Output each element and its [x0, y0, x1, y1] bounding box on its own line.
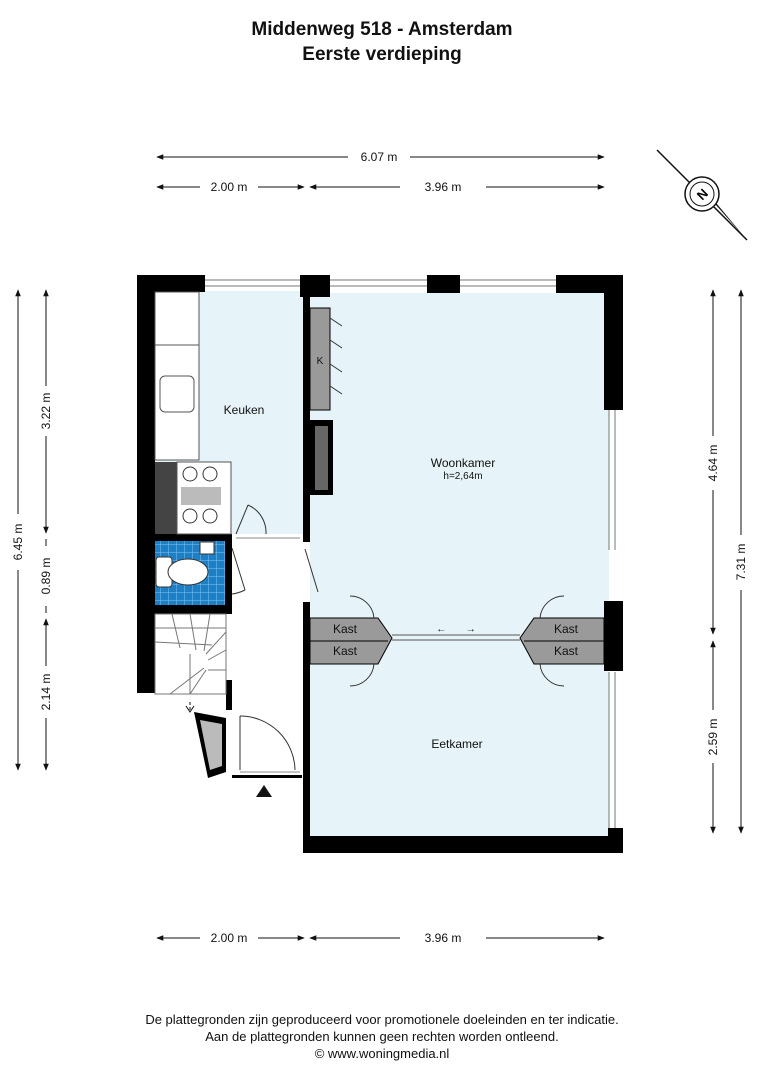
dimension-top-left: 2.00 m — [156, 180, 305, 194]
dimension-top-total: 6.07 m — [156, 150, 605, 164]
disclaimer-line: Aan de plattegronden kunnen geen rechten… — [205, 1029, 559, 1044]
dimension-right-lower: 2.59 m — [706, 640, 720, 834]
kast-label: Kast — [554, 644, 579, 658]
woonkamer-floor — [310, 293, 609, 836]
sink-icon — [159, 375, 195, 413]
dimension-label: 4.64 m — [706, 445, 720, 482]
kitchen-door — [235, 504, 300, 539]
plan-subtitle: Eerste verdieping — [302, 44, 462, 65]
room-label-eetkamer: Eetkamer — [431, 737, 482, 751]
dimension-left-middle: 0.89 m — [39, 539, 53, 613]
kast-left — [309, 595, 393, 687]
dimension-right-upper: 4.64 m — [706, 289, 720, 635]
dimension-top-right: 3.96 m — [309, 180, 605, 194]
dimension-label: 7.31 m — [734, 544, 748, 581]
dimension-label: 6.45 m — [11, 524, 25, 561]
toilet-icon — [155, 541, 215, 588]
sliding-doors — [392, 634, 520, 641]
living-door-upper — [304, 548, 319, 593]
hall-floor — [232, 541, 302, 777]
room-label-woonkamer: Woonkamer — [431, 456, 495, 470]
dimension-bottom-right: 3.96 m — [309, 931, 605, 945]
dimension-label: 6.07 m — [361, 150, 398, 164]
plan-title: Middenweg 518 - Amsterdam — [251, 19, 513, 40]
k-label: K — [317, 356, 324, 367]
sliding-arrows-icon: ← → — [436, 624, 475, 635]
dimension-left-upper: 3.22 m — [39, 289, 53, 534]
copyright-line: © www.woningmedia.nl — [314, 1046, 450, 1061]
fridge-icon — [155, 462, 177, 534]
entrance-door — [239, 715, 300, 773]
dimension-label: 2.14 m — [39, 674, 53, 711]
dimension-label: 3.22 m — [39, 393, 53, 430]
kast-right — [519, 595, 605, 687]
dimension-right-total: 7.31 m — [734, 289, 748, 834]
dimension-label: 0.89 m — [39, 558, 53, 595]
disclaimer-line: De plattegronden zijn geproduceerd voor … — [145, 1012, 619, 1027]
entrance-arrow-icon — [256, 785, 272, 797]
room-label-keuken: Keuken — [224, 403, 265, 417]
room-height-label: h=2,64m — [443, 471, 482, 482]
kitchen-counter — [154, 291, 232, 535]
toilet-door — [231, 547, 246, 595]
k-cabinet: K — [309, 307, 343, 411]
kast-label: Kast — [333, 644, 358, 658]
kast-label: Kast — [554, 622, 579, 636]
walls — [137, 275, 623, 853]
dimension-left-total: 6.45 m — [11, 289, 25, 771]
meter-cabinet — [194, 712, 226, 778]
compass-north-icon: N — [656, 149, 748, 241]
dimension-label: 2.00 m — [211, 180, 248, 194]
dimension-label: 2.00 m — [211, 931, 248, 945]
dimension-bottom-left: 2.00 m — [156, 931, 305, 945]
dimension-label: 3.96 m — [425, 931, 462, 945]
staircase — [154, 613, 227, 713]
dimension-left-lower: 2.14 m — [39, 618, 53, 771]
kast-label: Kast — [333, 622, 358, 636]
dimension-label: 3.96 m — [425, 180, 462, 194]
windows — [205, 279, 616, 828]
dimension-label: 2.59 m — [706, 719, 720, 756]
